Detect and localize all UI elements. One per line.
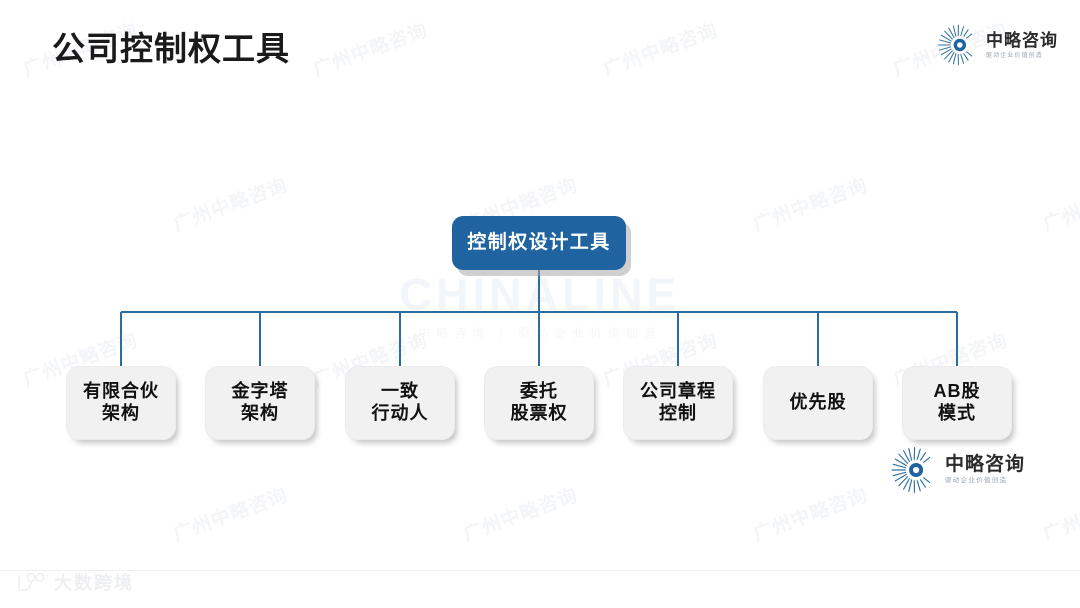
footer-brand: 大数跨境 — [14, 572, 134, 594]
node-leaf-pyramid-structure[interactable]: 金字塔架构 — [205, 366, 315, 440]
page-title: 公司控制权工具 — [52, 30, 290, 67]
node-leaf-label: 有限合伙架构 — [83, 381, 159, 423]
brand-logo-top: 中略咨询 驱动企业价值创造 — [935, 22, 1058, 68]
node-leaf-label: 金字塔架构 — [231, 381, 289, 423]
node-leaf-label: 公司章程控制 — [640, 381, 716, 423]
node-leaf-label: 委托股票权 — [510, 381, 568, 423]
node-leaf-limited-partnership[interactable]: 有限合伙架构 — [66, 366, 176, 440]
node-leaf-articles-of-association[interactable]: 公司章程控制 — [623, 366, 733, 440]
node-root-control-design-tools[interactable]: 控制权设计工具 — [452, 216, 626, 270]
footer-brand-name: 大数跨境 — [54, 573, 134, 593]
radial-burst-logo-icon — [935, 22, 981, 68]
node-leaf-preferred-shares[interactable]: 优先股 — [763, 366, 873, 440]
brand-text-top: 中略咨询 驱动企业价值创造 — [986, 32, 1058, 59]
brand-logo-bottom: 中略咨询 驱动企业价值创造 — [888, 444, 1025, 496]
radial-burst-logo-icon — [888, 444, 940, 496]
node-leaf-label: 一致行动人 — [371, 381, 429, 423]
brand-name-bottom: 中略咨询 — [945, 454, 1026, 476]
node-leaf-entrusted-voting-rights[interactable]: 委托股票权 — [484, 366, 594, 440]
node-leaf-concerted-action[interactable]: 一致行动人 — [345, 366, 455, 440]
brand-tagline-top: 驱动企业价值创造 — [986, 52, 1043, 59]
node-leaf-ab-share-model[interactable]: AB股模式 — [902, 366, 1012, 440]
brand-name-top: 中略咨询 — [986, 30, 1058, 50]
node-leaf-label: 优先股 — [789, 392, 847, 413]
brand-tagline-bottom: 驱动企业价值创造 — [945, 477, 1008, 485]
dashu-kuajing-logo-icon — [14, 572, 48, 594]
brand-text-bottom: 中略咨询 驱动企业价值创造 — [945, 455, 1025, 485]
node-leaf-label: AB股模式 — [933, 381, 981, 423]
node-root-label: 控制权设计工具 — [467, 232, 611, 254]
footer-divider — [0, 570, 1080, 571]
